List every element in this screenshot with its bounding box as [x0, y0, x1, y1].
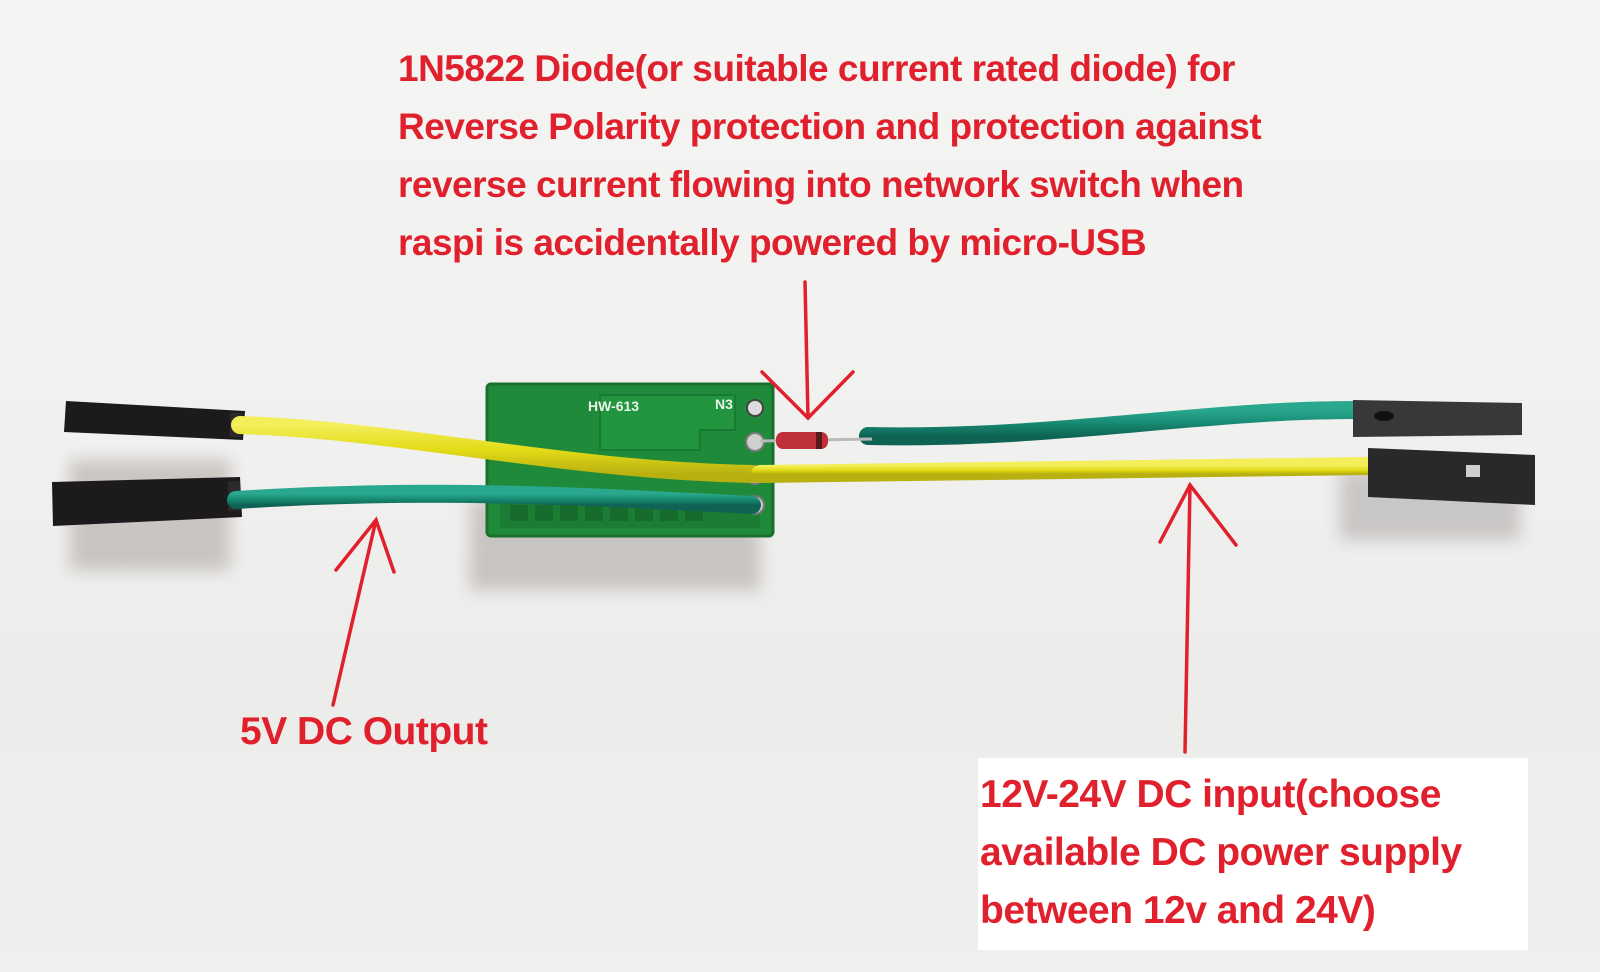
- annotation-arrows: [331, 280, 1238, 754]
- pcb-pad-label: N3: [715, 396, 733, 412]
- diode-annotation-line: 1N5822 Diode(or suitable current rated d…: [398, 48, 1235, 89]
- 1n5822-diode: [776, 432, 828, 449]
- diode-arrow: [760, 280, 855, 421]
- pcb-model-silkscreen: HW-613: [588, 398, 639, 414]
- right-connector-top: [1353, 400, 1522, 437]
- left-dupont-connectors: [52, 401, 245, 526]
- output-annotation: 5V DC Output: [240, 710, 488, 753]
- wires: [227, 401, 1379, 514]
- yellow-wire-left: [231, 416, 761, 483]
- diode-annotation-line: reverse current flowing into network swi…: [398, 164, 1244, 205]
- input-arrow: [1158, 481, 1238, 754]
- right-connector-bottom: [1368, 448, 1535, 505]
- input-annotation: 12V-24V DC input(choose available DC pow…: [980, 766, 1540, 940]
- left-connector-bottom: [52, 477, 242, 526]
- input-annotation-line: available DC power supply: [980, 831, 1462, 874]
- input-annotation-line: between 12v and 24V): [980, 889, 1376, 932]
- right-dupont-connectors: [1353, 400, 1535, 505]
- teal-wire-right: [859, 401, 1364, 446]
- diode-annotation-line: Reverse Polarity protection and protecti…: [398, 106, 1262, 147]
- teal-wire-left: [227, 484, 761, 514]
- yellow-wire-right: [751, 457, 1379, 483]
- diode-annotation: 1N5822 Diode(or suitable current rated d…: [398, 40, 1408, 272]
- input-annotation-background: [978, 758, 1528, 950]
- left-connector-top: [64, 401, 245, 440]
- output-arrow: [331, 516, 396, 707]
- input-annotation-line: 12V-24V DC input(choose: [980, 773, 1441, 816]
- diode-annotation-line: raspi is accidentally powered by micro-U…: [398, 222, 1147, 263]
